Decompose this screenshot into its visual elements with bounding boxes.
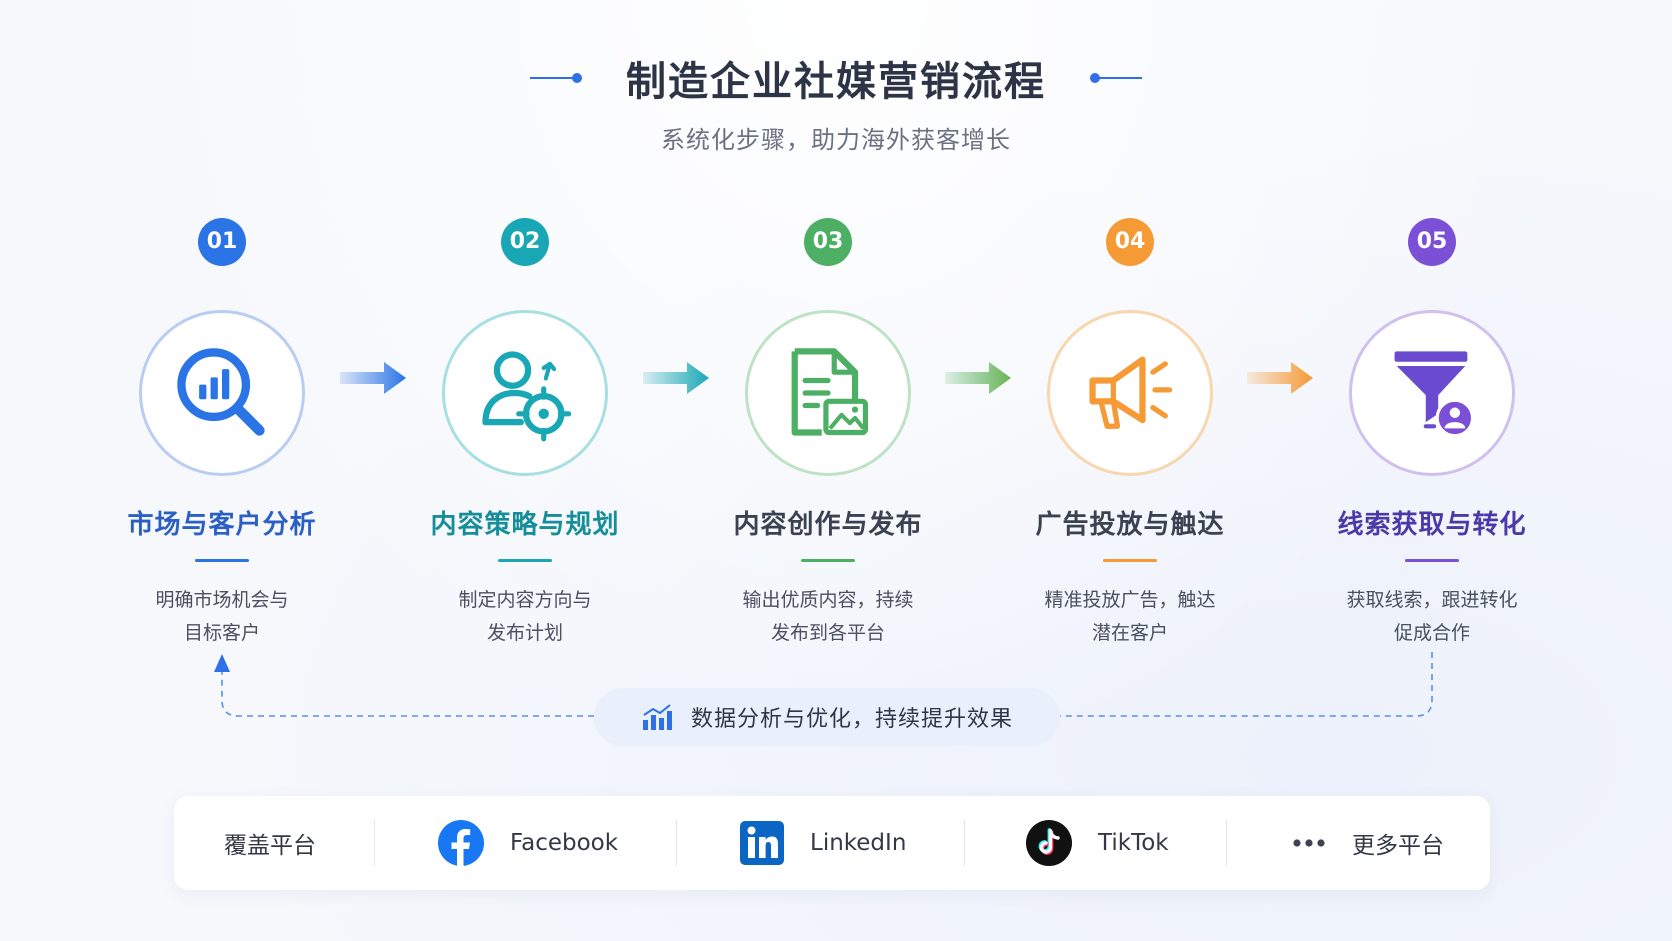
flow-arrow-icon bbox=[1247, 362, 1313, 394]
step-description-line: 精准投放广告，触达 bbox=[1044, 589, 1216, 611]
platform-linkedin[interactable]: LinkedIn bbox=[740, 796, 906, 890]
step-description-line: 目标客户 bbox=[183, 622, 260, 644]
step-description-line: 促成合作 bbox=[1393, 622, 1470, 644]
tiktok-icon bbox=[1026, 820, 1072, 866]
step-number-badge: 02 bbox=[501, 218, 549, 266]
platform-name: TikTok bbox=[1098, 830, 1169, 856]
platform-label: 覆盖平台 bbox=[224, 833, 316, 859]
title-decoration-left bbox=[530, 72, 582, 84]
step-description-line: 明确市场机会与 bbox=[155, 589, 289, 611]
bar-chart-icon bbox=[642, 704, 672, 730]
platform-more-label: 更多平台 bbox=[1352, 833, 1444, 859]
flow-arrow-icon bbox=[340, 362, 406, 394]
feedback-text: 数据分析与优化，持续提升效果 bbox=[690, 707, 1013, 732]
user-target-icon bbox=[482, 351, 572, 442]
platform-label-cell: 覆盖平台 bbox=[224, 796, 316, 890]
step-underline bbox=[801, 559, 855, 562]
step-title: 广告投放与触达 bbox=[1035, 510, 1225, 540]
step-title: 市场与客户分析 bbox=[127, 510, 317, 540]
step-description-line: 潜在客户 bbox=[1091, 622, 1168, 644]
step-icon-ring bbox=[442, 310, 608, 476]
feedback-pill: 数据分析与优化，持续提升效果 bbox=[594, 688, 1060, 746]
step-number-badge: 05 bbox=[1408, 218, 1456, 266]
megaphone-icon bbox=[1089, 356, 1173, 429]
header: 制造企业社媒营销流程 bbox=[0, 48, 1672, 108]
platform-name: LinkedIn bbox=[810, 830, 907, 856]
funnel-user-icon bbox=[1394, 351, 1475, 438]
platform-name: Facebook bbox=[510, 830, 619, 856]
platform-bar: 覆盖平台 Facebook LinkedIn TikTok bbox=[174, 796, 1490, 890]
title-decoration-right bbox=[1090, 72, 1142, 84]
step-description: 制定内容方向与 发布计划 bbox=[375, 584, 675, 650]
step-description-line: 获取线索，跟进转化 bbox=[1346, 589, 1518, 611]
step-icon-ring bbox=[745, 310, 911, 476]
divider bbox=[676, 820, 677, 866]
step-icon-ring bbox=[1349, 310, 1515, 476]
step-number-badge: 03 bbox=[804, 218, 852, 266]
step-description-line: 发布计划 bbox=[486, 622, 563, 644]
step-icon-ring bbox=[139, 310, 305, 476]
page-title: 制造企业社媒营销流程 bbox=[626, 59, 1046, 105]
platform-tiktok[interactable]: TikTok bbox=[1026, 796, 1169, 890]
step-description: 获取线索，跟进转化 促成合作 bbox=[1282, 584, 1582, 650]
step-description: 输出优质内容，持续 发布到各平台 bbox=[678, 584, 978, 650]
step-number-badge: 04 bbox=[1106, 218, 1154, 266]
step-underline bbox=[195, 559, 249, 562]
step-2: 02 内容策略与规划 制定内容方向与 发布计划 bbox=[375, 218, 675, 650]
divider bbox=[964, 820, 965, 866]
platform-facebook[interactable]: Facebook bbox=[438, 796, 618, 890]
step-title: 内容策略与规划 bbox=[430, 510, 620, 540]
facebook-icon bbox=[438, 820, 484, 866]
step-4: 04 广告投放与触达 精准投放广告，触达 潜在客户 bbox=[980, 218, 1280, 650]
step-title: 线索获取与转化 bbox=[1337, 510, 1527, 540]
step-underline bbox=[1103, 559, 1157, 562]
step-1: 01 市场与客户分析 明确市场机会与 目标客户 bbox=[72, 218, 372, 650]
step-description-line: 发布到各平台 bbox=[770, 622, 885, 644]
divider bbox=[374, 820, 375, 866]
platform-more[interactable]: 更多平台 bbox=[1292, 796, 1444, 890]
flow-arrow-icon bbox=[945, 362, 1011, 394]
step-3: 03 内容创作与发布 输出优质内容，持续 发布到各平台 bbox=[678, 218, 978, 650]
divider bbox=[1226, 820, 1227, 866]
step-description-line: 制定内容方向与 bbox=[458, 589, 592, 611]
document-image-icon bbox=[791, 348, 869, 436]
more-dots-icon bbox=[1293, 839, 1325, 847]
step-description-line: 输出优质内容，持续 bbox=[742, 589, 914, 611]
linkedin-icon bbox=[740, 821, 784, 865]
step-5: 05 线索获取与转化 获取线索，跟进转化 促成合作 bbox=[1282, 218, 1582, 650]
flow-arrow-icon bbox=[643, 362, 709, 394]
step-icon-ring bbox=[1047, 310, 1213, 476]
step-number-badge: 01 bbox=[198, 218, 246, 266]
step-underline bbox=[498, 559, 552, 562]
page-subtitle: 系统化步骤，助力海外获客增长 bbox=[661, 126, 1011, 154]
analytics-search-icon bbox=[177, 348, 265, 436]
step-underline bbox=[1405, 559, 1459, 562]
step-description: 明确市场机会与 目标客户 bbox=[72, 584, 372, 650]
step-title: 内容创作与发布 bbox=[733, 510, 923, 540]
step-description: 精准投放广告，触达 潜在客户 bbox=[980, 584, 1280, 650]
